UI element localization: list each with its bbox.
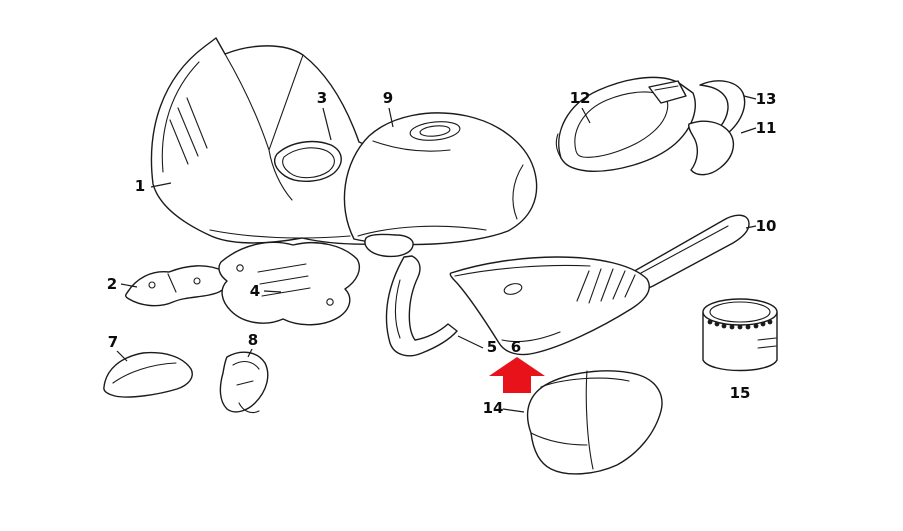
leader-lines (116, 95, 757, 413)
part-9-fuel-tank (343, 112, 538, 258)
part-6-label: 6 (511, 338, 521, 356)
part-3-mirror-opening (273, 140, 342, 182)
part-8-label: 8 (248, 331, 258, 349)
part-1-label: 1 (135, 177, 145, 195)
part-14-label: 14 (483, 399, 504, 417)
highlight-arrow-up (489, 357, 545, 393)
part-14-belly-pan (526, 370, 663, 475)
part-6-side-panel (449, 256, 650, 356)
part-3-label: 3 (317, 89, 327, 107)
part-12-label: 12 (570, 89, 591, 107)
part-11-label: 11 (756, 119, 777, 137)
part-4-label: 4 (250, 282, 260, 300)
part-10-tail-strip (630, 214, 750, 290)
part-12-tail-section (555, 76, 696, 172)
part-2-label: 2 (107, 275, 117, 293)
part-13-label: 13 (756, 90, 777, 108)
part-9-label: 9 (383, 89, 393, 107)
part-11-side-trim (688, 120, 735, 176)
part-labels: 1 2 3 4 5 6 7 8 9 10 11 12 13 14 15 (107, 89, 777, 417)
part-4-inner-bracket (218, 241, 361, 326)
part-7-fender-front (103, 351, 193, 398)
part-15-label: 15 (730, 384, 751, 402)
part-8-fender-bracket (219, 351, 269, 414)
part-7-label: 7 (108, 333, 118, 351)
part-5-curved-strip (385, 255, 458, 357)
part-5-label: 5 (487, 338, 497, 356)
part-15-paint-can (702, 298, 778, 372)
part-2-bracket (125, 265, 229, 307)
part-10-label: 10 (756, 217, 777, 235)
